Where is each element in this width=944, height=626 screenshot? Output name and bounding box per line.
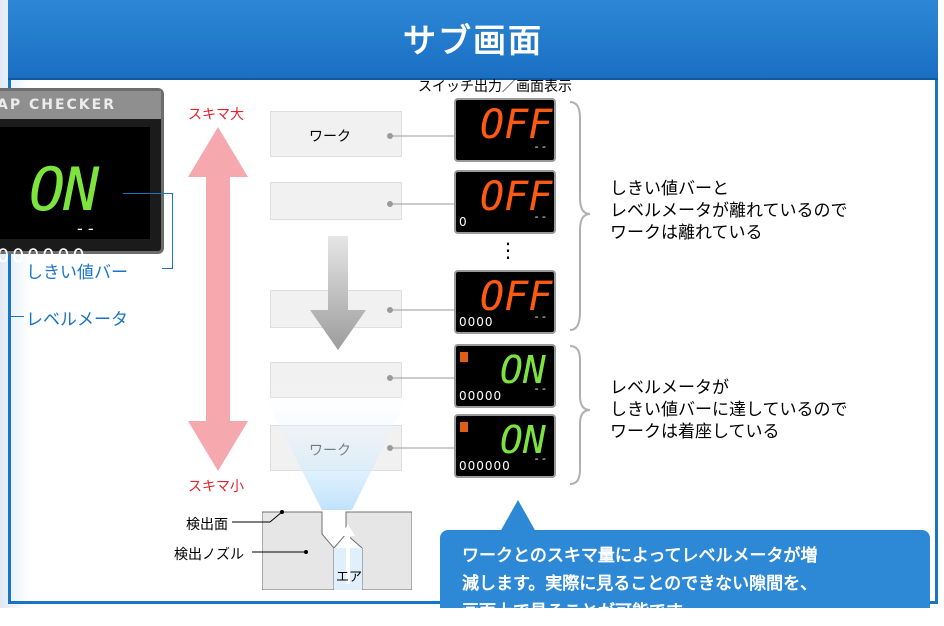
panel-threshold: - - [534, 452, 546, 465]
surface-leader [232, 510, 284, 523]
bubble-line: 減します。実際に見ることのできない隙間を、 [462, 574, 818, 594]
connector-lines [387, 133, 454, 451]
work-block-2 [270, 182, 402, 220]
display-panel-5: ON - - 000000 [454, 414, 556, 478]
threshold-callout-line-v [172, 193, 173, 268]
detection-nozzle-diagram [262, 511, 412, 590]
panel-value: OFF [480, 174, 553, 220]
info-bubble: ワークとのスキマ量によってレベルメータが増 減します。実際に見ることのできない隙… [440, 530, 930, 622]
braces [569, 101, 591, 485]
detection-nozzle-label: 検出ノズル [174, 547, 244, 563]
out-indicator [460, 422, 468, 432]
threshold-callout-line [123, 193, 173, 194]
gap-double-arrow [188, 127, 248, 471]
panel-threshold: - - [534, 210, 546, 223]
explanation-seated: レベルメータが しきい値バーに達しているので ワークは着座している [610, 377, 848, 443]
display-panel-3: OFF - - 0000 [454, 270, 556, 334]
meter-callout-line [10, 316, 24, 317]
panel-value: OFF [480, 274, 553, 320]
explanation-line: レベルメータが [610, 378, 729, 398]
nozzle-leader [252, 550, 308, 554]
threshold-bar-label: しきい値バー [26, 263, 128, 283]
display-panel-2: OFF - - 0 [454, 170, 556, 234]
explanation-line: ワークは離れている [610, 223, 763, 243]
display-panel-4: ON - - 00000 [454, 344, 556, 408]
explanation-line: レベルメータが離れているので [610, 201, 848, 221]
bubble-line: ワークとのスキマ量によってレベルメータが増 [462, 546, 818, 566]
panel-level-meter: 0000 [459, 315, 494, 329]
panel-level-meter: 00000 [459, 389, 503, 403]
level-meter-label: レベルメータ [26, 310, 128, 330]
down-arrow [310, 236, 366, 350]
ellipsis: ⋮ [498, 238, 518, 262]
gap-checker-device: AP CHECKER ON - - 000000 [0, 88, 164, 267]
panel-threshold: - - [534, 382, 546, 395]
checker-brand: AP CHECKER [0, 91, 161, 119]
panel-threshold: - - [534, 310, 546, 323]
gap-small-label: スキマ小 [188, 479, 244, 495]
checker-threshold-bar: - - [77, 219, 94, 238]
page-title: サブ画面 [403, 21, 543, 60]
out-indicator [460, 352, 468, 362]
panel-value: OFF [480, 102, 553, 148]
explanation-line: しきい値バーと [610, 179, 729, 199]
explanation-line: しきい値バーに達しているので [610, 400, 848, 420]
bubble-line: 画面上で見ることが可能です [462, 602, 683, 622]
bubble-text: ワークとのスキマ量によってレベルメータが増 減します。実際に見ることのできない隙… [462, 542, 817, 626]
panel-level-meter: 0 [459, 215, 468, 229]
header-bar: サブ画面 [8, 0, 938, 80]
checker-screen: ON - - 000000 [0, 127, 150, 267]
explanation-separated: しきい値バーと レベルメータが離れているので ワークは離れている [610, 178, 848, 244]
gap-large-label: スキマ大 [188, 107, 244, 123]
air-beam [256, 380, 416, 510]
work-block-1: ワーク [270, 111, 402, 157]
panel-threshold: - - [534, 140, 546, 153]
checker-display-value: ON [29, 155, 99, 225]
detection-surface-label: 検出面 [186, 517, 228, 533]
threshold-callout-line-h [162, 268, 173, 269]
panel-level-meter: 000000 [459, 459, 511, 473]
checker-level-meter: 000000 [0, 245, 88, 267]
air-label: エア [336, 570, 363, 585]
display-panel-1: OFF - - [454, 98, 556, 162]
explanation-line: ワークは着座している [610, 422, 780, 442]
panel-value: ON [500, 348, 546, 392]
switch-output-header: スイッチ出力／画面表示 [418, 79, 572, 95]
work-label: ワーク [309, 129, 351, 145]
panel-value: ON [500, 418, 546, 462]
bubble-pointer [500, 500, 536, 532]
